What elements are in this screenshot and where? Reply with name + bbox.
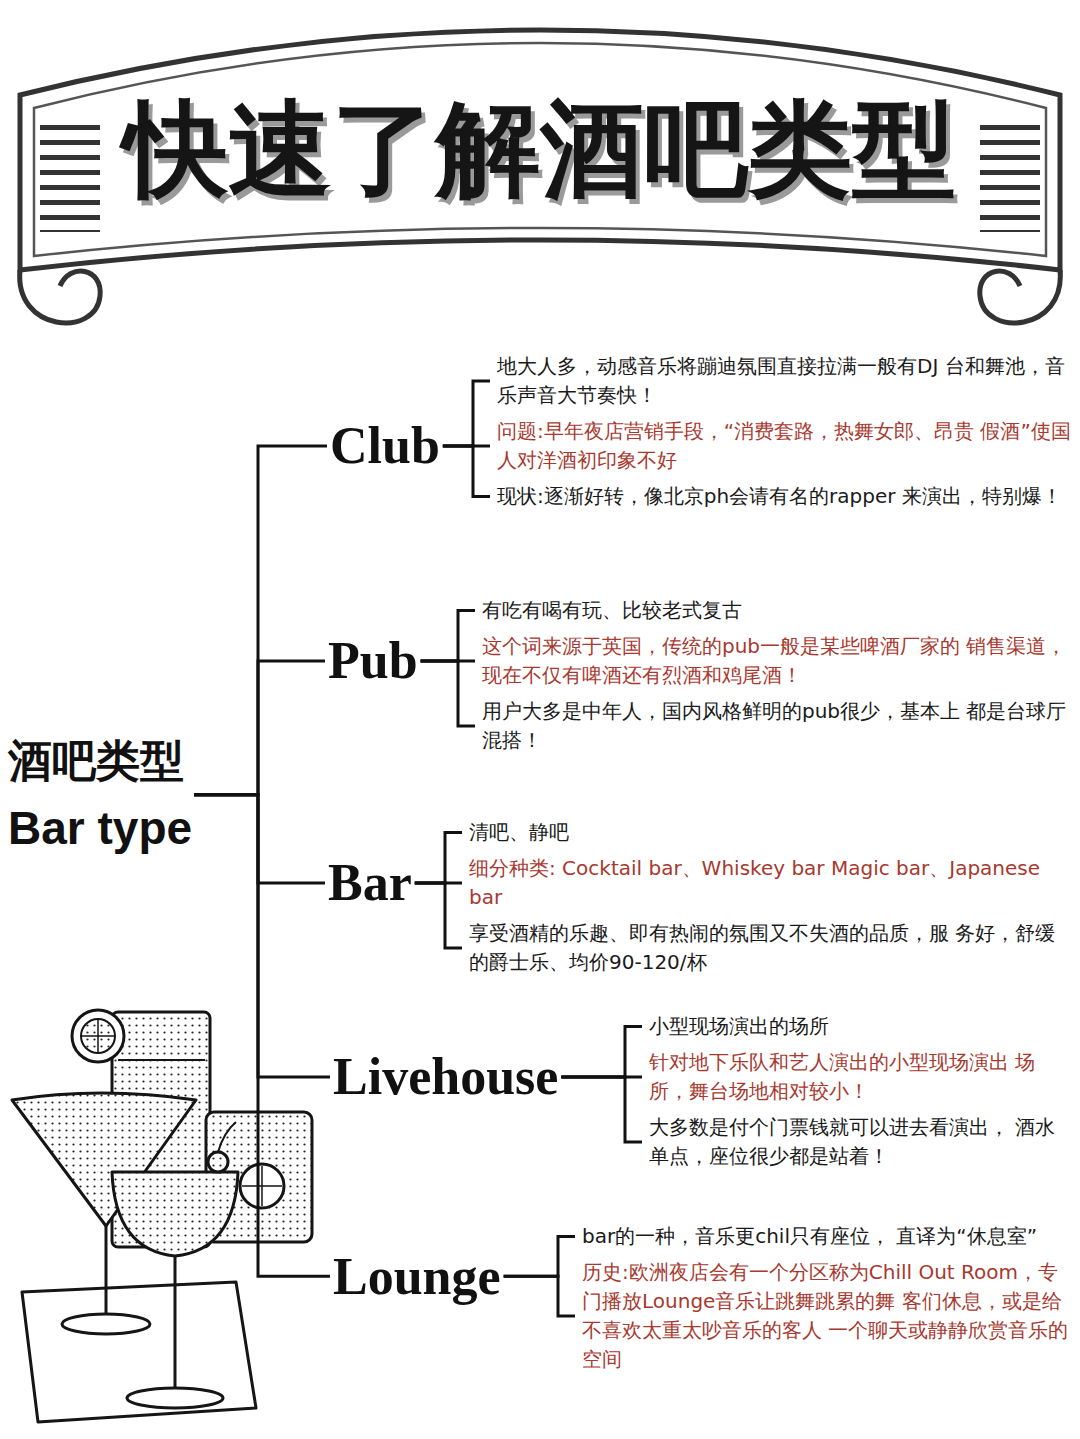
- branch-topic: Club: [330, 417, 440, 474]
- note-text: 细分种类: Cocktail bar、Whiskey bar Magic bar…: [469, 854, 1072, 912]
- note-text: 地大人多，动感音乐将蹦迪氛围直接拉满一般有DJ 台和舞池，音乐声音大节奏快！: [497, 352, 1072, 410]
- branch-connector: [504, 1237, 575, 1277]
- note-text: 大多数是付个门票钱就可以进去看演出， 酒水单点，座位很少都是站着！: [649, 1113, 1072, 1171]
- note-text: 清吧、静吧: [469, 818, 1072, 847]
- cocktail-illustration-part: [127, 1388, 223, 1408]
- topic-label: 酒吧类型: [8, 735, 192, 788]
- note-block: 这个词来源于英国，传统的pub一般是某些啤酒厂家的 销售渠道，现在不仅有啤酒还有…: [480, 632, 1074, 690]
- branch-topic: Bar: [328, 854, 412, 911]
- branch-connector: [194, 661, 325, 795]
- title-text: 快速了解酒吧类型: [0, 90, 1080, 210]
- topic-label: Livehouse: [333, 1048, 558, 1105]
- note-block: 现状:逐渐好转，像北京ph会请有名的rapper 来演出，特别爆！: [495, 482, 1074, 511]
- topic-label: Bar type: [8, 802, 192, 855]
- branch-connector: [443, 381, 490, 446]
- branch-connector: [561, 1027, 642, 1078]
- note-text: 享受酒精的乐趣、即有热闹的氛围又不失酒的品质，服 务好，舒缓的爵士乐、均价90-…: [469, 919, 1072, 977]
- branch-connector: [415, 833, 462, 884]
- branch-connector: [194, 446, 327, 795]
- cocktail-illustration-part: [22, 1282, 256, 1422]
- note-block: 地大人多，动感音乐将蹦迪氛围直接拉满一般有DJ 台和舞池，音乐声音大节奏快！: [495, 352, 1074, 410]
- note-block: bar的一种，音乐更chil只有座位， 直译为“休息室”: [580, 1222, 1074, 1251]
- note-text: 这个词来源于英国，传统的pub一般是某些啤酒厂家的 销售渠道，现在不仅有啤酒还有…: [482, 632, 1072, 690]
- note-block: 问题:早年夜店营销手段，“消费套路，热舞女郎、昂贵 假酒”使国人对洋酒初印象不好: [495, 417, 1074, 475]
- title-ribbon-part: [980, 122, 1040, 232]
- topic-label: Lounge: [333, 1248, 501, 1305]
- note-block: 用户大多是中年人，国内风格鲜明的pub很少，基本上 都是台球厅混搭！: [480, 697, 1074, 755]
- note-block: 享受酒精的乐趣、即有热闹的氛围又不失酒的品质，服 务好，舒缓的爵士乐、均价90-…: [467, 919, 1074, 977]
- branch-connector: [504, 1276, 575, 1316]
- note-block: 小型现场演出的场所: [647, 1012, 1074, 1041]
- cocktail-illustration-part: [81, 1019, 115, 1053]
- branch-connector: [443, 446, 490, 497]
- note-text: 有吃有喝有玩、比较老式复古: [482, 596, 1072, 625]
- branch-topic: Lounge: [333, 1248, 501, 1305]
- note-text: bar的一种，音乐更chil只有座位， 直译为“休息室”: [582, 1222, 1072, 1251]
- note-block: 针对地下乐队和艺人演出的小型现场演出 场所，舞台场地相对较小！: [647, 1048, 1074, 1106]
- note-text: 针对地下乐队和艺人演出的小型现场演出 场所，舞台场地相对较小！: [649, 1048, 1072, 1106]
- root-topic: 酒吧类型 Bar type: [8, 735, 192, 855]
- cocktail-illustration-part: [218, 1122, 236, 1152]
- topic-label: Club: [330, 417, 440, 474]
- branch-connector: [194, 795, 325, 883]
- cocktail-illustration-part: [118, 1059, 205, 1061]
- branch-topic: Livehouse: [333, 1048, 558, 1105]
- title-ribbon-part: [20, 270, 101, 323]
- title-ribbon-part: [40, 122, 100, 232]
- note-block: 清吧、静吧: [467, 818, 1074, 847]
- branch-connector: [561, 1077, 642, 1142]
- cocktail-illustration-part: [62, 1314, 150, 1334]
- note-text: 问题:早年夜店营销手段，“消费套路，热舞女郎、昂贵 假酒”使国人对洋酒初印象不好: [497, 417, 1072, 475]
- branch-connector: [194, 795, 330, 1276]
- cocktail-illustration-part: [112, 1172, 238, 1256]
- branch-connector: [194, 795, 330, 1077]
- title-ribbon-part: [980, 270, 1061, 323]
- cocktail-illustration-part: [174, 1256, 177, 1390]
- cocktail-illustration-part: [240, 1164, 284, 1208]
- cocktail-illustration-part: [72, 1010, 124, 1062]
- note-block: 大多数是付个门票钱就可以进去看演出， 酒水单点，座位很少都是站着！: [647, 1113, 1074, 1171]
- cocktail-illustration-part: [208, 1152, 228, 1172]
- topic-label: Pub: [328, 632, 418, 689]
- note-text: 历史:欧洲夜店会有一个分区称为Chill Out Room，专门播放Lounge…: [582, 1258, 1072, 1374]
- note-block: 历史:欧洲夜店会有一个分区称为Chill Out Room，专门播放Lounge…: [580, 1258, 1074, 1374]
- cocktail-illustration: [12, 1010, 312, 1422]
- note-text: 用户大多是中年人，国内风格鲜明的pub很少，基本上 都是台球厅混搭！: [482, 697, 1072, 755]
- branch-connector: [415, 883, 462, 948]
- branch-connector: [421, 611, 475, 662]
- cocktail-illustration-part: [242, 1166, 282, 1206]
- branch-topic: Pub: [328, 632, 418, 689]
- cocktail-illustration-part: [81, 1019, 115, 1053]
- topic-label: Bar: [328, 854, 412, 911]
- note-block: 有吃有喝有玩、比较老式复古: [480, 596, 1074, 625]
- branch-connector: [421, 661, 475, 726]
- note-block: 细分种类: Cocktail bar、Whiskey bar Magic bar…: [467, 854, 1074, 912]
- note-text: 小型现场演出的场所: [649, 1012, 1072, 1041]
- note-text: 现状:逐渐好转，像北京ph会请有名的rapper 来演出，特别爆！: [497, 482, 1072, 511]
- cocktail-illustration-part: [105, 1226, 108, 1318]
